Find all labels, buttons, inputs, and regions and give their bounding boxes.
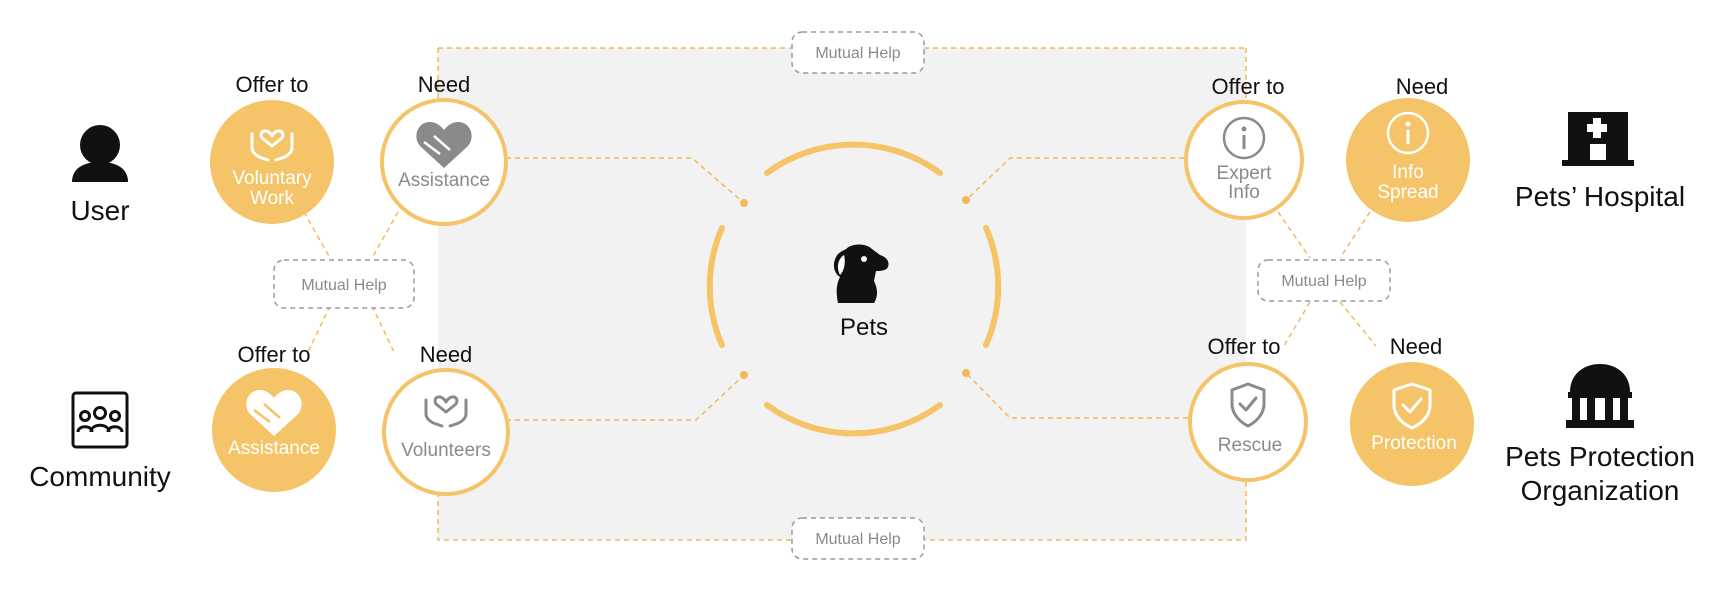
hospital-building-icon xyxy=(1562,112,1634,166)
node-assistance-need-caption: Need xyxy=(418,72,471,97)
actor-community-label: Community xyxy=(29,461,171,492)
node-assistance-need-line1: Assistance xyxy=(398,170,490,191)
node-voluntary-work-line2: Work xyxy=(250,188,294,209)
node-volunteers-caption: Need xyxy=(420,342,473,367)
node-info-spread-line2: Spread xyxy=(1377,182,1438,203)
node-voluntary-work-caption: Offer to xyxy=(236,72,309,97)
node-voluntary-work-line1: Voluntary xyxy=(232,168,312,189)
node-info-spread-line1: Info xyxy=(1392,162,1424,183)
node-expert-info-line1: Expert xyxy=(1217,163,1273,184)
node-protection-caption: Need xyxy=(1390,334,1443,359)
node-voluntary-work: Offer to Voluntary Work xyxy=(210,72,334,224)
actor-organization-line1: Pets Protection xyxy=(1505,441,1695,472)
institution-building-icon xyxy=(1566,364,1634,428)
person-icon xyxy=(72,125,128,182)
node-assistance-offer-caption: Offer to xyxy=(238,342,311,367)
actor-hospital-label: Pets’ Hospital xyxy=(1515,181,1685,212)
node-volunteers: Need Volunteers xyxy=(382,342,510,496)
node-expert-info-line2: Info xyxy=(1228,182,1260,203)
node-expert-info-caption: Offer to xyxy=(1212,74,1285,99)
hands-heart-icon xyxy=(424,395,468,428)
shield-check-icon xyxy=(1230,382,1266,428)
dog-head-icon xyxy=(833,244,889,303)
connector-dots xyxy=(740,196,970,379)
node-rescue-line1: Rescue xyxy=(1218,435,1282,456)
node-protection-line1: Protection xyxy=(1371,433,1457,454)
shield-check-icon xyxy=(1392,382,1432,430)
node-rescue: Offer to Rescue xyxy=(1188,334,1308,482)
connector-lines xyxy=(303,157,1377,421)
mutual-help-bottom-label: Mutual Help xyxy=(815,531,900,548)
node-info-spread-caption: Need xyxy=(1396,74,1449,99)
actor-organization-line2: Organization xyxy=(1521,475,1680,506)
center-ring xyxy=(706,141,1002,437)
mutual-help-right-label: Mutual Help xyxy=(1281,273,1366,290)
node-assistance-offer: Offer to Assistance xyxy=(212,342,336,492)
handshake-heart-icon xyxy=(416,122,472,168)
info-icon xyxy=(1386,111,1430,155)
group-icon xyxy=(71,391,129,449)
mutual-help-left: Mutual Help xyxy=(273,259,415,309)
node-assistance-need: Need Assistance xyxy=(380,72,508,226)
handshake-heart-icon xyxy=(246,390,302,436)
center-label: Pets xyxy=(840,314,888,341)
mutual-help-right: Mutual Help xyxy=(1257,259,1391,302)
info-icon xyxy=(1222,116,1266,160)
mutual-help-top: Mutual Help xyxy=(791,31,925,74)
hands-heart-icon xyxy=(250,129,294,162)
node-assistance-offer-line1: Assistance xyxy=(228,438,320,459)
actor-user-label: User xyxy=(70,195,129,226)
node-expert-info: Offer to Expert Info xyxy=(1184,74,1304,220)
node-volunteers-line1: Volunteers xyxy=(401,440,491,461)
mutual-help-left-label: Mutual Help xyxy=(301,277,386,294)
mutual-help-top-label: Mutual Help xyxy=(815,45,900,62)
node-protection: Need Protection xyxy=(1350,334,1474,486)
mutual-help-bottom: Mutual Help xyxy=(791,517,925,560)
node-info-spread: Need Info Spread xyxy=(1346,74,1470,222)
node-rescue-caption: Offer to xyxy=(1208,334,1281,359)
